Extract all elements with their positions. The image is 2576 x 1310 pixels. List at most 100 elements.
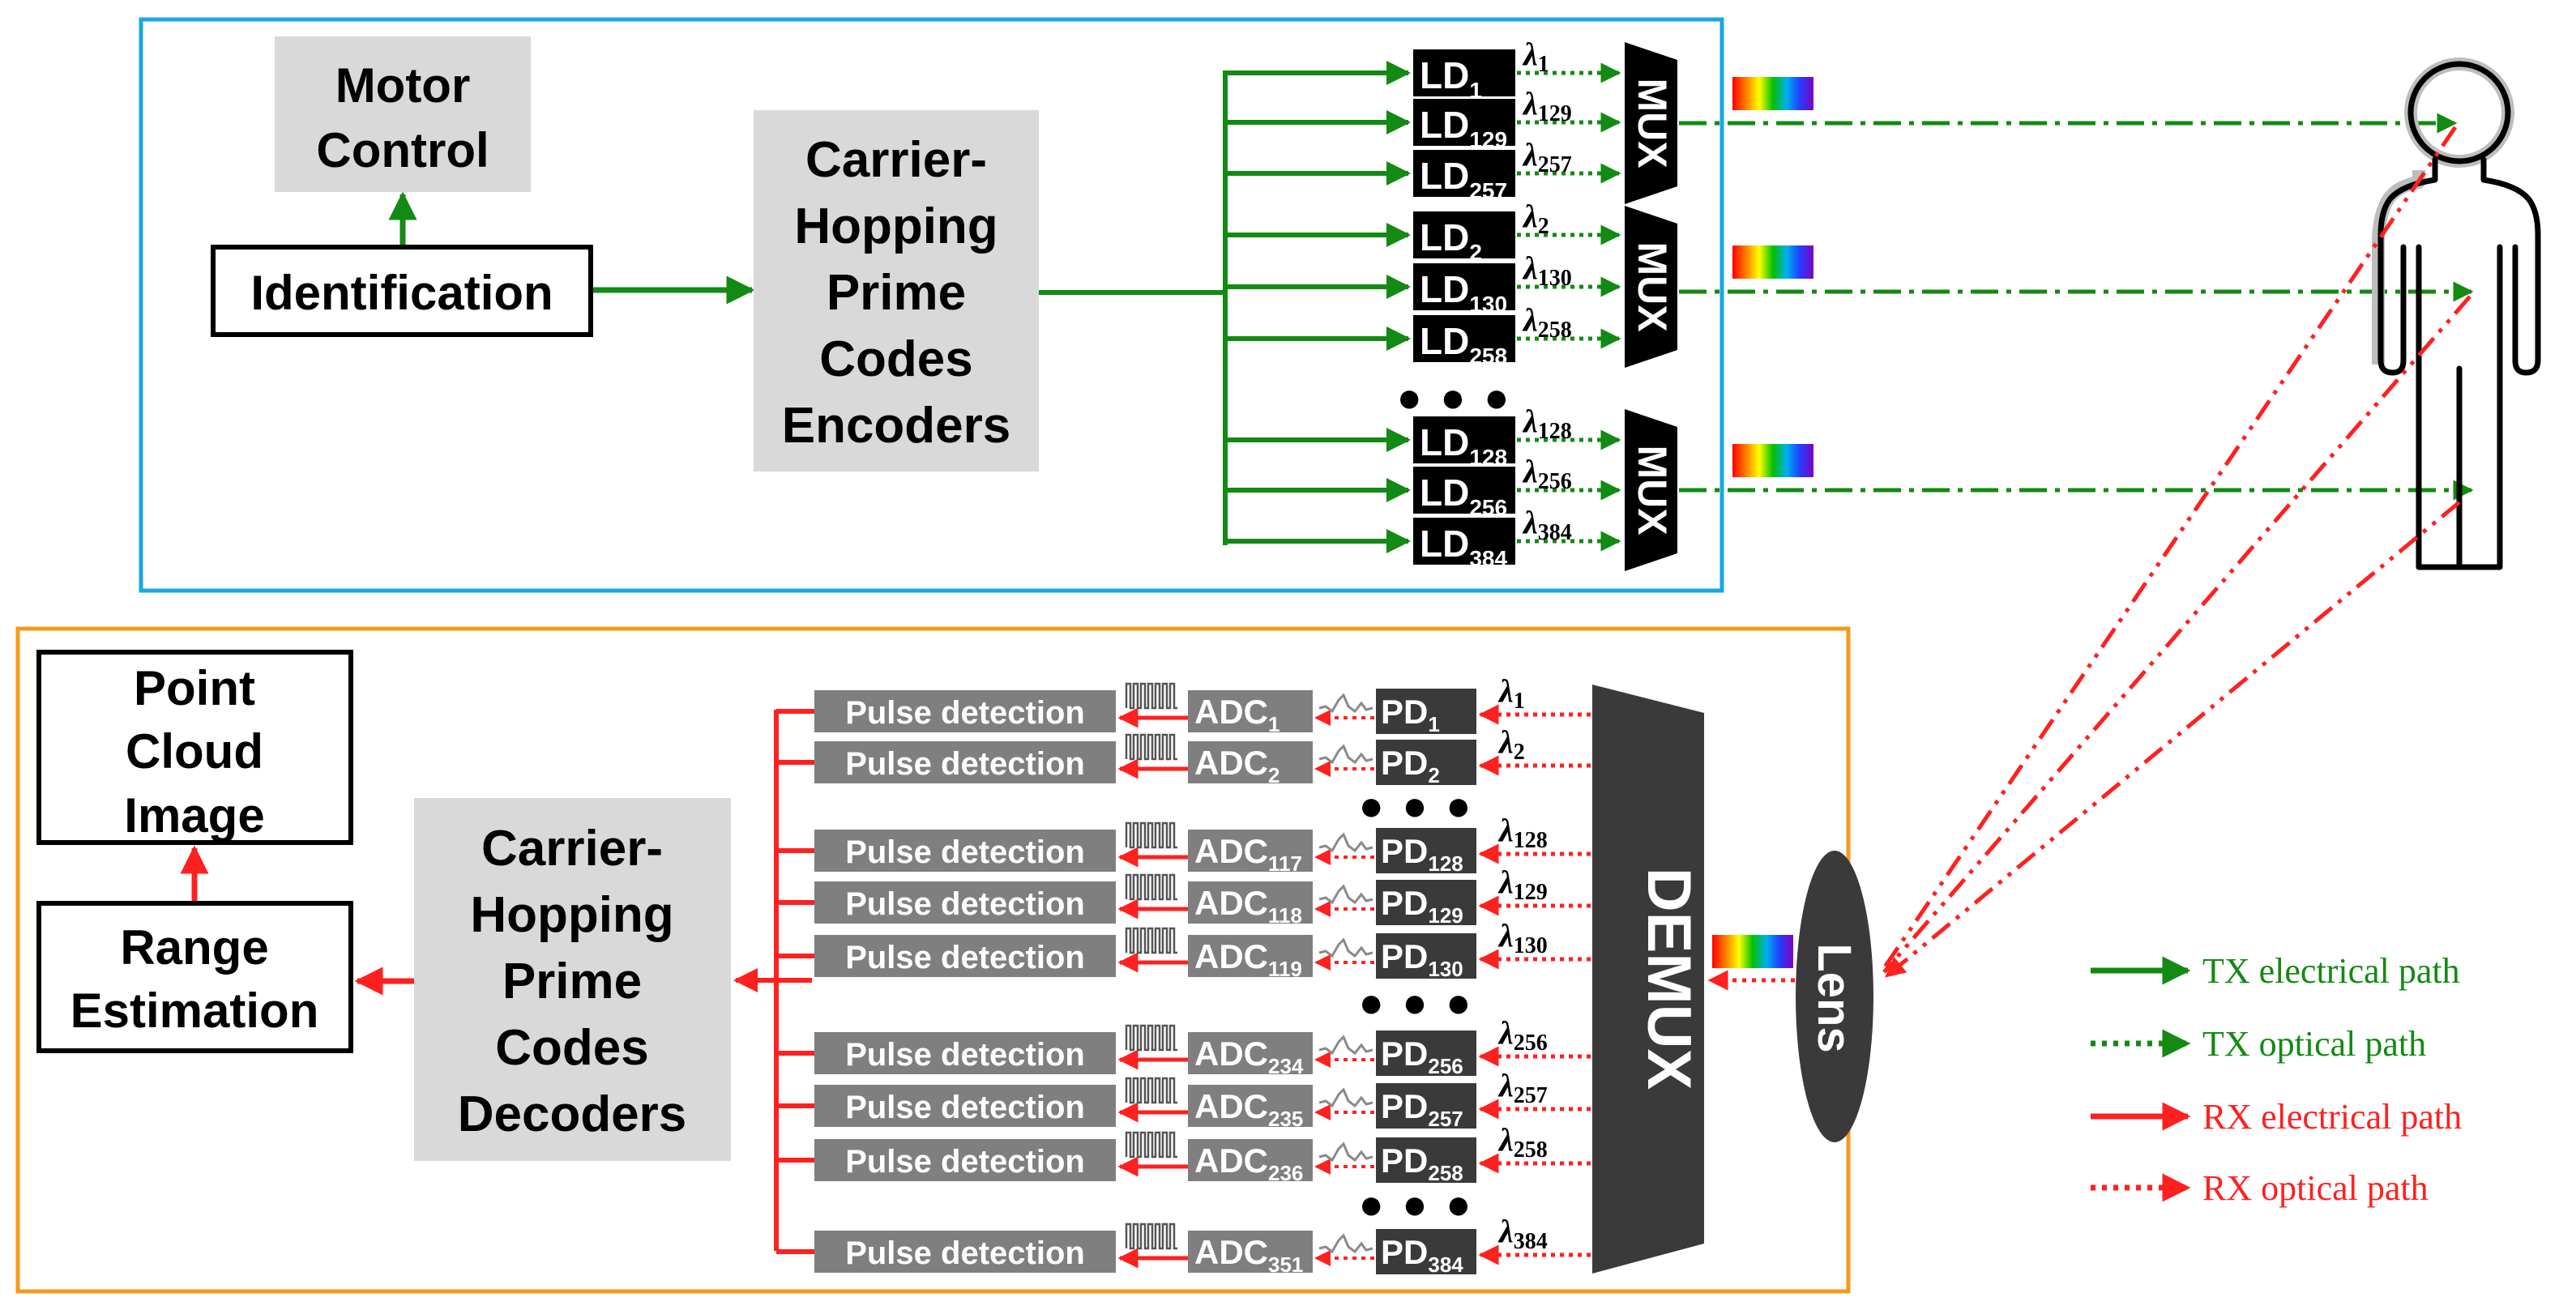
encoders-line-5: Encoders bbox=[782, 398, 1011, 454]
analog-signal-icon bbox=[1318, 744, 1373, 765]
rx-electrical-bus bbox=[774, 710, 812, 1251]
laser-diode-label: LD129 bbox=[1420, 104, 1507, 152]
decoders-line-3: Prime bbox=[502, 954, 642, 1009]
wavelength-label: λ258 bbox=[1522, 301, 1572, 343]
pulse-detection-box bbox=[814, 1139, 1116, 1181]
decoders-line-4: Codes bbox=[495, 1020, 648, 1076]
wavelength-label: λ256 bbox=[1522, 453, 1572, 494]
encoders-line-4: Codes bbox=[819, 331, 972, 387]
pulse-train-icon bbox=[1125, 1024, 1177, 1052]
identification-label: Identification bbox=[250, 266, 553, 320]
analog-signal-icon bbox=[1318, 884, 1373, 905]
encoders-line-1: Carrier- bbox=[805, 132, 987, 188]
adc-box bbox=[1188, 1032, 1313, 1074]
pulse-detection-box bbox=[814, 1032, 1116, 1074]
photodiode-label: PD1 bbox=[1381, 693, 1440, 736]
pulse-train-icon bbox=[1125, 1223, 1177, 1250]
analog-signal-icon bbox=[1318, 1087, 1373, 1108]
adc-label: ADC118 bbox=[1194, 884, 1302, 928]
wavelength-label: λ130 bbox=[1497, 917, 1548, 958]
mux-block bbox=[1625, 42, 1677, 204]
wavelength-label: λ257 bbox=[1522, 136, 1572, 177]
wavelength-label: λ2 bbox=[1522, 198, 1549, 239]
point-cloud-line-2: Cloud bbox=[126, 724, 263, 779]
photodiode-label: PD256 bbox=[1381, 1035, 1463, 1078]
photodiode-label: PD129 bbox=[1381, 884, 1463, 928]
pulse-detection-label: Pulse detection bbox=[845, 1235, 1085, 1271]
legend-label: TX electrical path bbox=[2202, 951, 2460, 991]
photodiode-box bbox=[1376, 1083, 1476, 1129]
rx-spectrum bbox=[1712, 935, 1793, 968]
mux-label: MUX bbox=[1630, 78, 1675, 168]
adc-label: ADC117 bbox=[1194, 832, 1302, 876]
pulse-detection-box bbox=[814, 1231, 1116, 1273]
point-cloud-line-1: Point bbox=[134, 661, 255, 715]
laser-diode-label: LD130 bbox=[1420, 268, 1507, 317]
pulse-detection-label: Pulse detection bbox=[845, 834, 1085, 870]
rx-ellipsis-3: ● ● ● bbox=[1358, 1181, 1474, 1228]
pulse-train-icon bbox=[1125, 821, 1177, 849]
wavelength-label: λ258 bbox=[1497, 1121, 1548, 1163]
decoders-line-5: Decoders bbox=[458, 1086, 687, 1142]
pulse-train-icon bbox=[1125, 1077, 1177, 1104]
analog-signal-icon bbox=[1318, 937, 1373, 958]
wavelength-label: λ1 bbox=[1522, 36, 1549, 77]
adc-label: ADC236 bbox=[1194, 1141, 1303, 1185]
point-cloud-box: Point Cloud Image bbox=[36, 650, 353, 845]
photodiode-label: PD257 bbox=[1381, 1087, 1463, 1131]
laser-diode-label: LD256 bbox=[1420, 472, 1507, 520]
analog-signal-icon bbox=[1318, 1141, 1373, 1163]
lens: Lens bbox=[1796, 851, 1873, 1142]
laser-diode-box bbox=[1413, 518, 1515, 565]
decoders-line-1: Carrier- bbox=[481, 821, 663, 877]
pulse-detection-label: Pulse detection bbox=[845, 746, 1085, 782]
adc-label: ADC2 bbox=[1194, 744, 1279, 787]
pulse-train-icon bbox=[1125, 927, 1177, 954]
photodiode-label: PD2 bbox=[1381, 744, 1440, 787]
photodiode-label: PD384 bbox=[1381, 1233, 1463, 1277]
photodiode-box bbox=[1376, 880, 1476, 925]
laser-diode-label: LD258 bbox=[1420, 320, 1507, 369]
adc-box bbox=[1188, 741, 1313, 783]
photodiode-box bbox=[1376, 689, 1476, 734]
adc-label: ADC119 bbox=[1194, 937, 1302, 981]
pulse-train-icon bbox=[1125, 682, 1177, 710]
mux-block bbox=[1625, 409, 1677, 571]
laser-diode-label: LD1 bbox=[1420, 54, 1482, 103]
laser-diode-box bbox=[1413, 263, 1515, 310]
pulse-detection-box bbox=[814, 830, 1116, 872]
laser-diode-box bbox=[1413, 99, 1515, 146]
mux-label: MUX bbox=[1630, 445, 1675, 535]
adc-box bbox=[1188, 1139, 1313, 1181]
wavelength-label: λ129 bbox=[1497, 864, 1548, 905]
photodiode-box bbox=[1376, 933, 1476, 979]
identification-box: Identification bbox=[211, 245, 593, 337]
pulse-train-icon bbox=[1125, 733, 1177, 761]
tx-optical-beams bbox=[1679, 77, 2474, 501]
tx-spectrum bbox=[1732, 77, 1813, 110]
tx-ellipsis: ● ● ● bbox=[1396, 374, 1512, 421]
laser-diode-box bbox=[1413, 467, 1515, 514]
pulse-detection-label: Pulse detection bbox=[845, 886, 1085, 922]
pulse-detection-label: Pulse detection bbox=[845, 1090, 1085, 1125]
pulse-detection-label: Pulse detection bbox=[845, 1037, 1085, 1073]
laser-diode-label: LD128 bbox=[1420, 421, 1507, 470]
adc-box bbox=[1188, 935, 1313, 977]
laser-diode-label: LD2 bbox=[1420, 216, 1482, 265]
range-estimation-line-2: Estimation bbox=[70, 984, 319, 1038]
wavelength-label: λ130 bbox=[1522, 250, 1572, 291]
wavelength-label: λ128 bbox=[1497, 812, 1548, 853]
laser-diode-box bbox=[1413, 416, 1515, 463]
wavelength-label: λ257 bbox=[1497, 1067, 1548, 1108]
wavelength-label: λ1 bbox=[1497, 672, 1525, 714]
adc-box bbox=[1188, 1085, 1313, 1127]
photodiode-box bbox=[1376, 1137, 1476, 1183]
pulse-train-icon bbox=[1125, 1131, 1177, 1159]
analog-signal-icon bbox=[1318, 1233, 1373, 1254]
photodiode-box bbox=[1376, 1031, 1476, 1076]
laser-diode-label: LD384 bbox=[1420, 523, 1507, 571]
photodiode-box bbox=[1376, 1229, 1476, 1274]
adc-box bbox=[1188, 1231, 1313, 1273]
